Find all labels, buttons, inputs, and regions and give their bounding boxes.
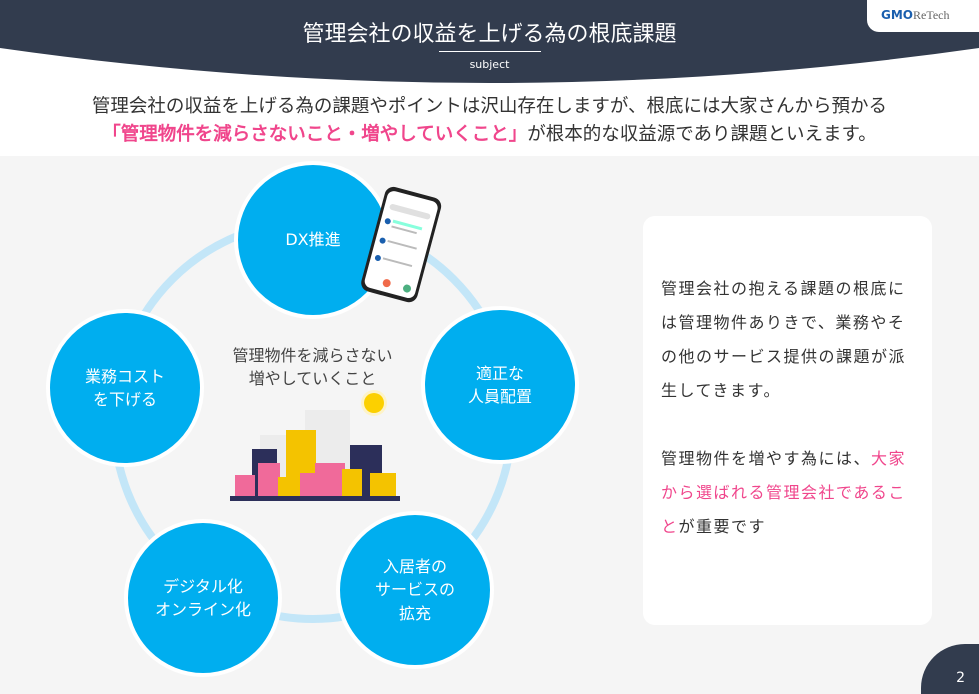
page-title: 管理会社の収益を上げる為の根底課題 <box>302 22 677 47</box>
circle-staffing: 適正な人員配置 <box>421 306 579 464</box>
lead-line-2: 「管理物件を減らさないこと・増やしていくこと」が根本的な収益源であり課題といえま… <box>102 124 877 145</box>
circle-resident-services: 入居者のサービスの拡充 <box>336 511 494 669</box>
smartphone-icon <box>361 186 442 303</box>
circle-digitalization: デジタル化オンライン化 <box>124 519 282 677</box>
center-text: 管理物件を減らさない増やしていくこと <box>232 346 393 389</box>
city-illustration <box>230 390 400 501</box>
card-paragraph-2: 管理物件を増やす為には、大家から選ばれる管理会社であることが重要です <box>661 449 907 536</box>
title-underline <box>439 51 541 52</box>
circle-dx: DX推進 <box>234 161 392 319</box>
lead-line-1: 管理会社の収益を上げる為の課題やポイントは沢山存在しますが、根底には大家さんから… <box>91 96 888 117</box>
page-number: 2 <box>956 670 965 686</box>
circle-cost-reduction: 業務コストを下げる <box>46 309 204 467</box>
card-paragraph-1: 管理会社の抱える課題の根底には管理物件ありきで、業務やその他のサービス提供の課題… <box>661 279 907 400</box>
lead-highlight: 「管理物件を減らさないこと・増やしていくこと」 <box>102 124 528 145</box>
page-subtitle: subject <box>469 58 510 71</box>
gmo-retech-logo: GMOReTech <box>867 0 979 32</box>
header-band <box>0 0 979 83</box>
explanation-card: 管理会社の抱える課題の根底には管理物件ありきで、業務やその他のサービス提供の課題… <box>643 216 932 625</box>
